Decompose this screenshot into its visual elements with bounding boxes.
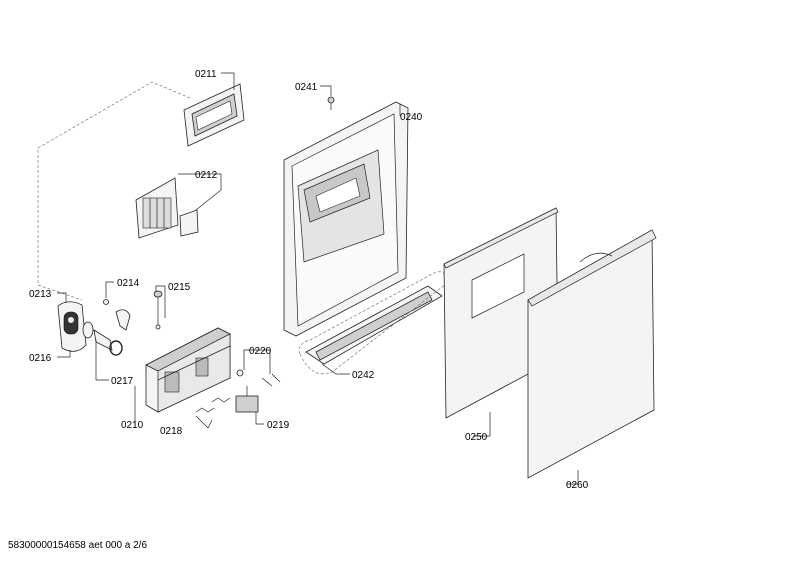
label-0241: 0241: [295, 82, 318, 93]
label-0215: 0215: [168, 282, 191, 293]
part-0220-pins: [236, 369, 281, 387]
label-0242: 0242: [352, 370, 375, 381]
label-0260: 0260: [566, 480, 589, 491]
part-0260-outer-panel: [527, 229, 657, 479]
label-0217: 0217: [111, 376, 134, 387]
label-0240: 0240: [400, 112, 423, 123]
part-0212-grid: [135, 177, 199, 239]
part-0217-seals: [82, 321, 123, 356]
label-0211: 0211: [195, 69, 217, 80]
label-0216: 0216: [29, 353, 52, 364]
part-0241-screw: [327, 96, 335, 110]
part-0240-inner-door: [283, 101, 409, 337]
part-0215-pin: [153, 290, 163, 330]
label-0218: 0218: [160, 426, 183, 437]
part-0213-knob: [57, 301, 87, 352]
document-footer-id: 58300000154658 aet 000 a 2/6: [8, 540, 148, 551]
label-0220: 0220: [249, 346, 272, 357]
part-0211-frame: [183, 83, 245, 147]
leader-lines: [57, 72, 579, 485]
part-0218-springs: [195, 397, 231, 413]
part-0210-control-module: [145, 327, 231, 413]
part-0219-switch: [235, 386, 259, 413]
label-0250: 0250: [465, 432, 488, 443]
label-0210: 0210: [121, 420, 144, 431]
label-0214: 0214: [117, 278, 140, 289]
part-0242-handle: [298, 271, 447, 375]
part-0214-clip: [103, 299, 131, 331]
label-0213: 0213: [29, 289, 52, 300]
label-0212: 0212: [195, 170, 218, 181]
assembly-dashed-outline: [37, 81, 191, 301]
label-0219: 0219: [267, 420, 290, 431]
